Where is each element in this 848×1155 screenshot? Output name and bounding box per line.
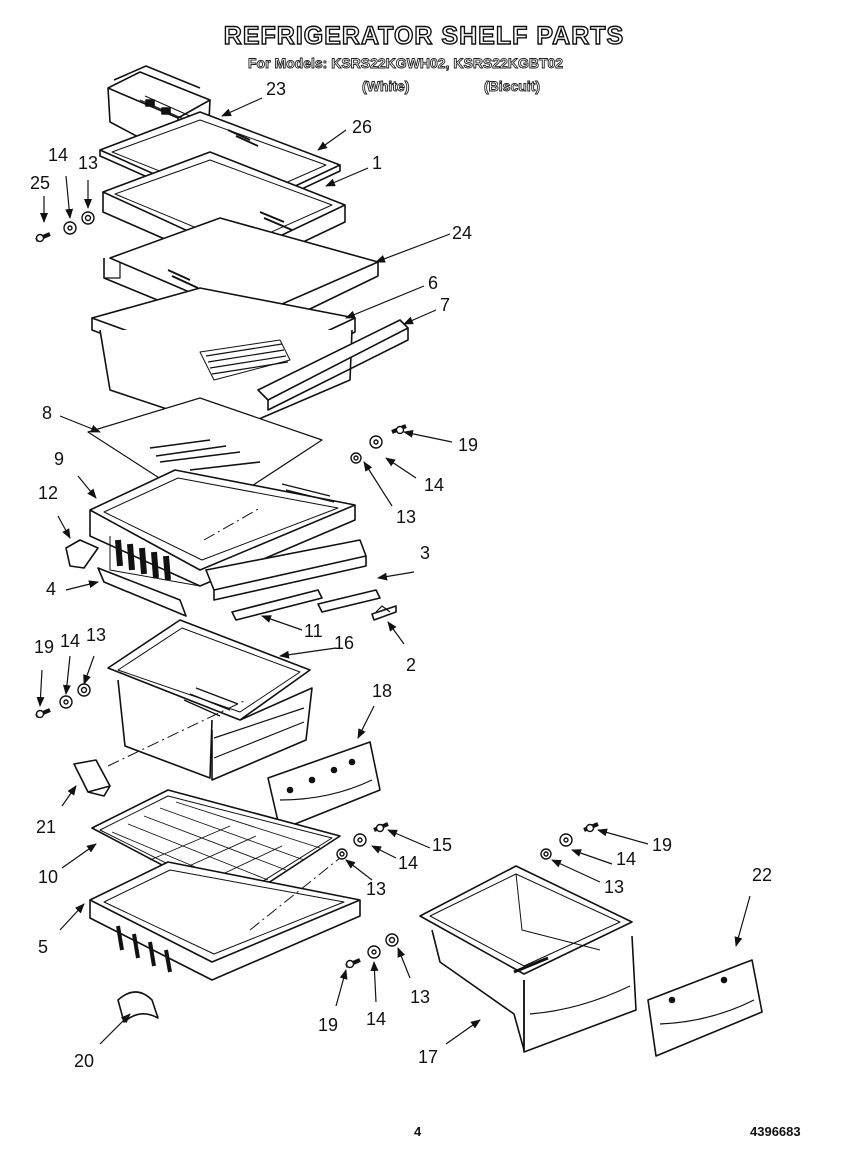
callout-12: 12: [38, 483, 59, 503]
page-number: 4: [414, 1124, 422, 1139]
callout-14: 14: [424, 475, 445, 495]
callout-10: 10: [38, 867, 59, 887]
callout-22: 22: [752, 865, 773, 885]
callout-11: 11: [304, 621, 323, 641]
callout-13: 13: [396, 507, 417, 527]
document-number: 4396683: [750, 1124, 801, 1139]
callout-14: 14: [398, 853, 419, 873]
shelf-frame-part-5: [89, 861, 361, 981]
callout-19: 19: [458, 435, 479, 455]
drawer-front-part-18: [267, 741, 381, 831]
callout-21: 21: [36, 817, 57, 837]
callout-19: 19: [652, 835, 673, 855]
callout-13: 13: [86, 625, 107, 645]
slider-part-2: [317, 589, 397, 621]
callout-17: 17: [418, 1047, 439, 1067]
shelf-frame-part-9: [89, 469, 356, 587]
callout-14: 14: [48, 145, 69, 165]
callout-8: 8: [42, 403, 53, 423]
rail-part-11: [231, 589, 323, 621]
callout-14: 14: [60, 631, 81, 651]
trim-part-7: [257, 319, 409, 411]
rail-part-4: [97, 567, 187, 617]
leader-lines: [36, 97, 751, 1045]
callout-7: 7: [440, 295, 451, 315]
callout-2: 2: [406, 655, 417, 675]
models-line: For Models: KSRS22KGWH02, KSRS22KGBT02: [248, 55, 564, 72]
callout-13: 13: [366, 879, 387, 899]
callout-20: 20: [74, 1051, 95, 1071]
callout-6: 6: [428, 273, 439, 293]
callout-3: 3: [420, 543, 431, 563]
drawer-part-17: [419, 865, 637, 1053]
divider-part-21: [73, 759, 111, 797]
page-title: REFRIGERATOR SHELF PARTS: [223, 21, 625, 50]
hardware-group: [35, 211, 599, 969]
callout-23: 23: [266, 79, 287, 99]
callout-1: 1: [372, 153, 383, 173]
assembly-lines: [107, 507, 341, 931]
variant-biscuit-label: (Biscuit): [484, 78, 541, 95]
callout-24: 24: [452, 223, 473, 243]
callout-14: 14: [616, 849, 637, 869]
callout-13: 13: [604, 877, 625, 897]
callout-16: 16: [334, 633, 355, 653]
callout-14: 14: [366, 1009, 387, 1029]
callout-26: 26: [352, 117, 373, 137]
callout-18: 18: [372, 681, 393, 701]
callout-13: 13: [410, 987, 431, 1007]
callout-13: 13: [78, 153, 99, 173]
clip-part-12: [65, 539, 99, 569]
callout-4: 4: [46, 579, 57, 599]
variant-white-label: (White): [362, 78, 410, 95]
drawer-front-part-22: [647, 959, 763, 1057]
callout-5: 5: [38, 937, 49, 957]
callout-19: 19: [34, 637, 55, 657]
rail-part-3: [205, 539, 367, 601]
callout-9: 9: [54, 449, 65, 469]
crisper-drawer-part-16: [107, 619, 313, 781]
callout-15: 15: [432, 835, 453, 855]
callout-19: 19: [318, 1015, 339, 1035]
clip-part-20: [117, 991, 159, 1023]
callout-25: 25: [30, 173, 51, 193]
